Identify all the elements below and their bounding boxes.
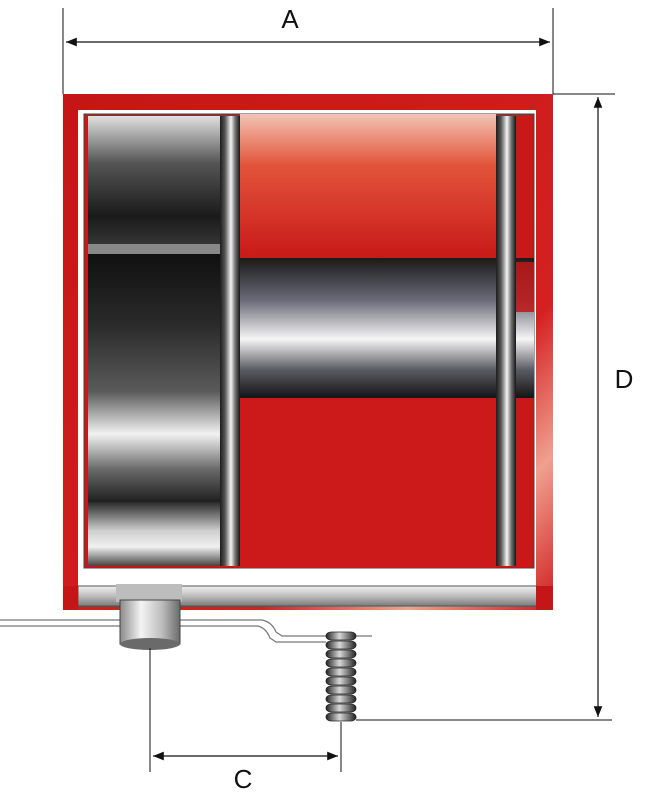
screw-thread-ridge	[325, 631, 357, 641]
cable-line	[0, 619, 372, 643]
bushing-top	[116, 584, 182, 602]
housing-bottom-left	[63, 586, 78, 610]
dimension-a: A	[62, 4, 554, 94]
left-flange	[220, 116, 240, 566]
bushing-body	[119, 599, 181, 645]
roller-shaft	[240, 258, 496, 398]
right-flange	[496, 116, 516, 566]
drum-body	[88, 254, 220, 504]
upper-red-panel	[240, 114, 496, 260]
screw-thread-ridge	[325, 649, 357, 659]
screw-thread-ridge	[325, 694, 357, 704]
drum-band	[88, 244, 220, 256]
housing-bottom-right	[536, 586, 553, 610]
screw-thread-ridge	[325, 703, 357, 713]
shaft-end-red	[516, 262, 534, 312]
screw-thread-ridge	[325, 640, 357, 650]
screw-thread-ridge	[325, 676, 357, 686]
dim-a-label: A	[281, 4, 299, 34]
threaded-screw	[325, 631, 357, 722]
screw-thread-ridge	[325, 667, 357, 677]
bushing	[116, 584, 182, 650]
motor-drum	[88, 116, 220, 566]
lower-red-panel	[240, 396, 496, 568]
bushing-bottom	[120, 638, 180, 650]
dimension-c: C	[149, 648, 342, 794]
drum-bottom-cap	[88, 502, 220, 566]
drum-top-cap	[88, 116, 220, 250]
dim-d-label: D	[615, 364, 634, 394]
screw-thread-ridge	[325, 712, 357, 722]
screw-thread-ridge	[325, 685, 357, 695]
dim-c-label: C	[234, 764, 253, 794]
dimension-d: D	[356, 93, 634, 721]
screw-thread-ridge	[325, 658, 357, 668]
